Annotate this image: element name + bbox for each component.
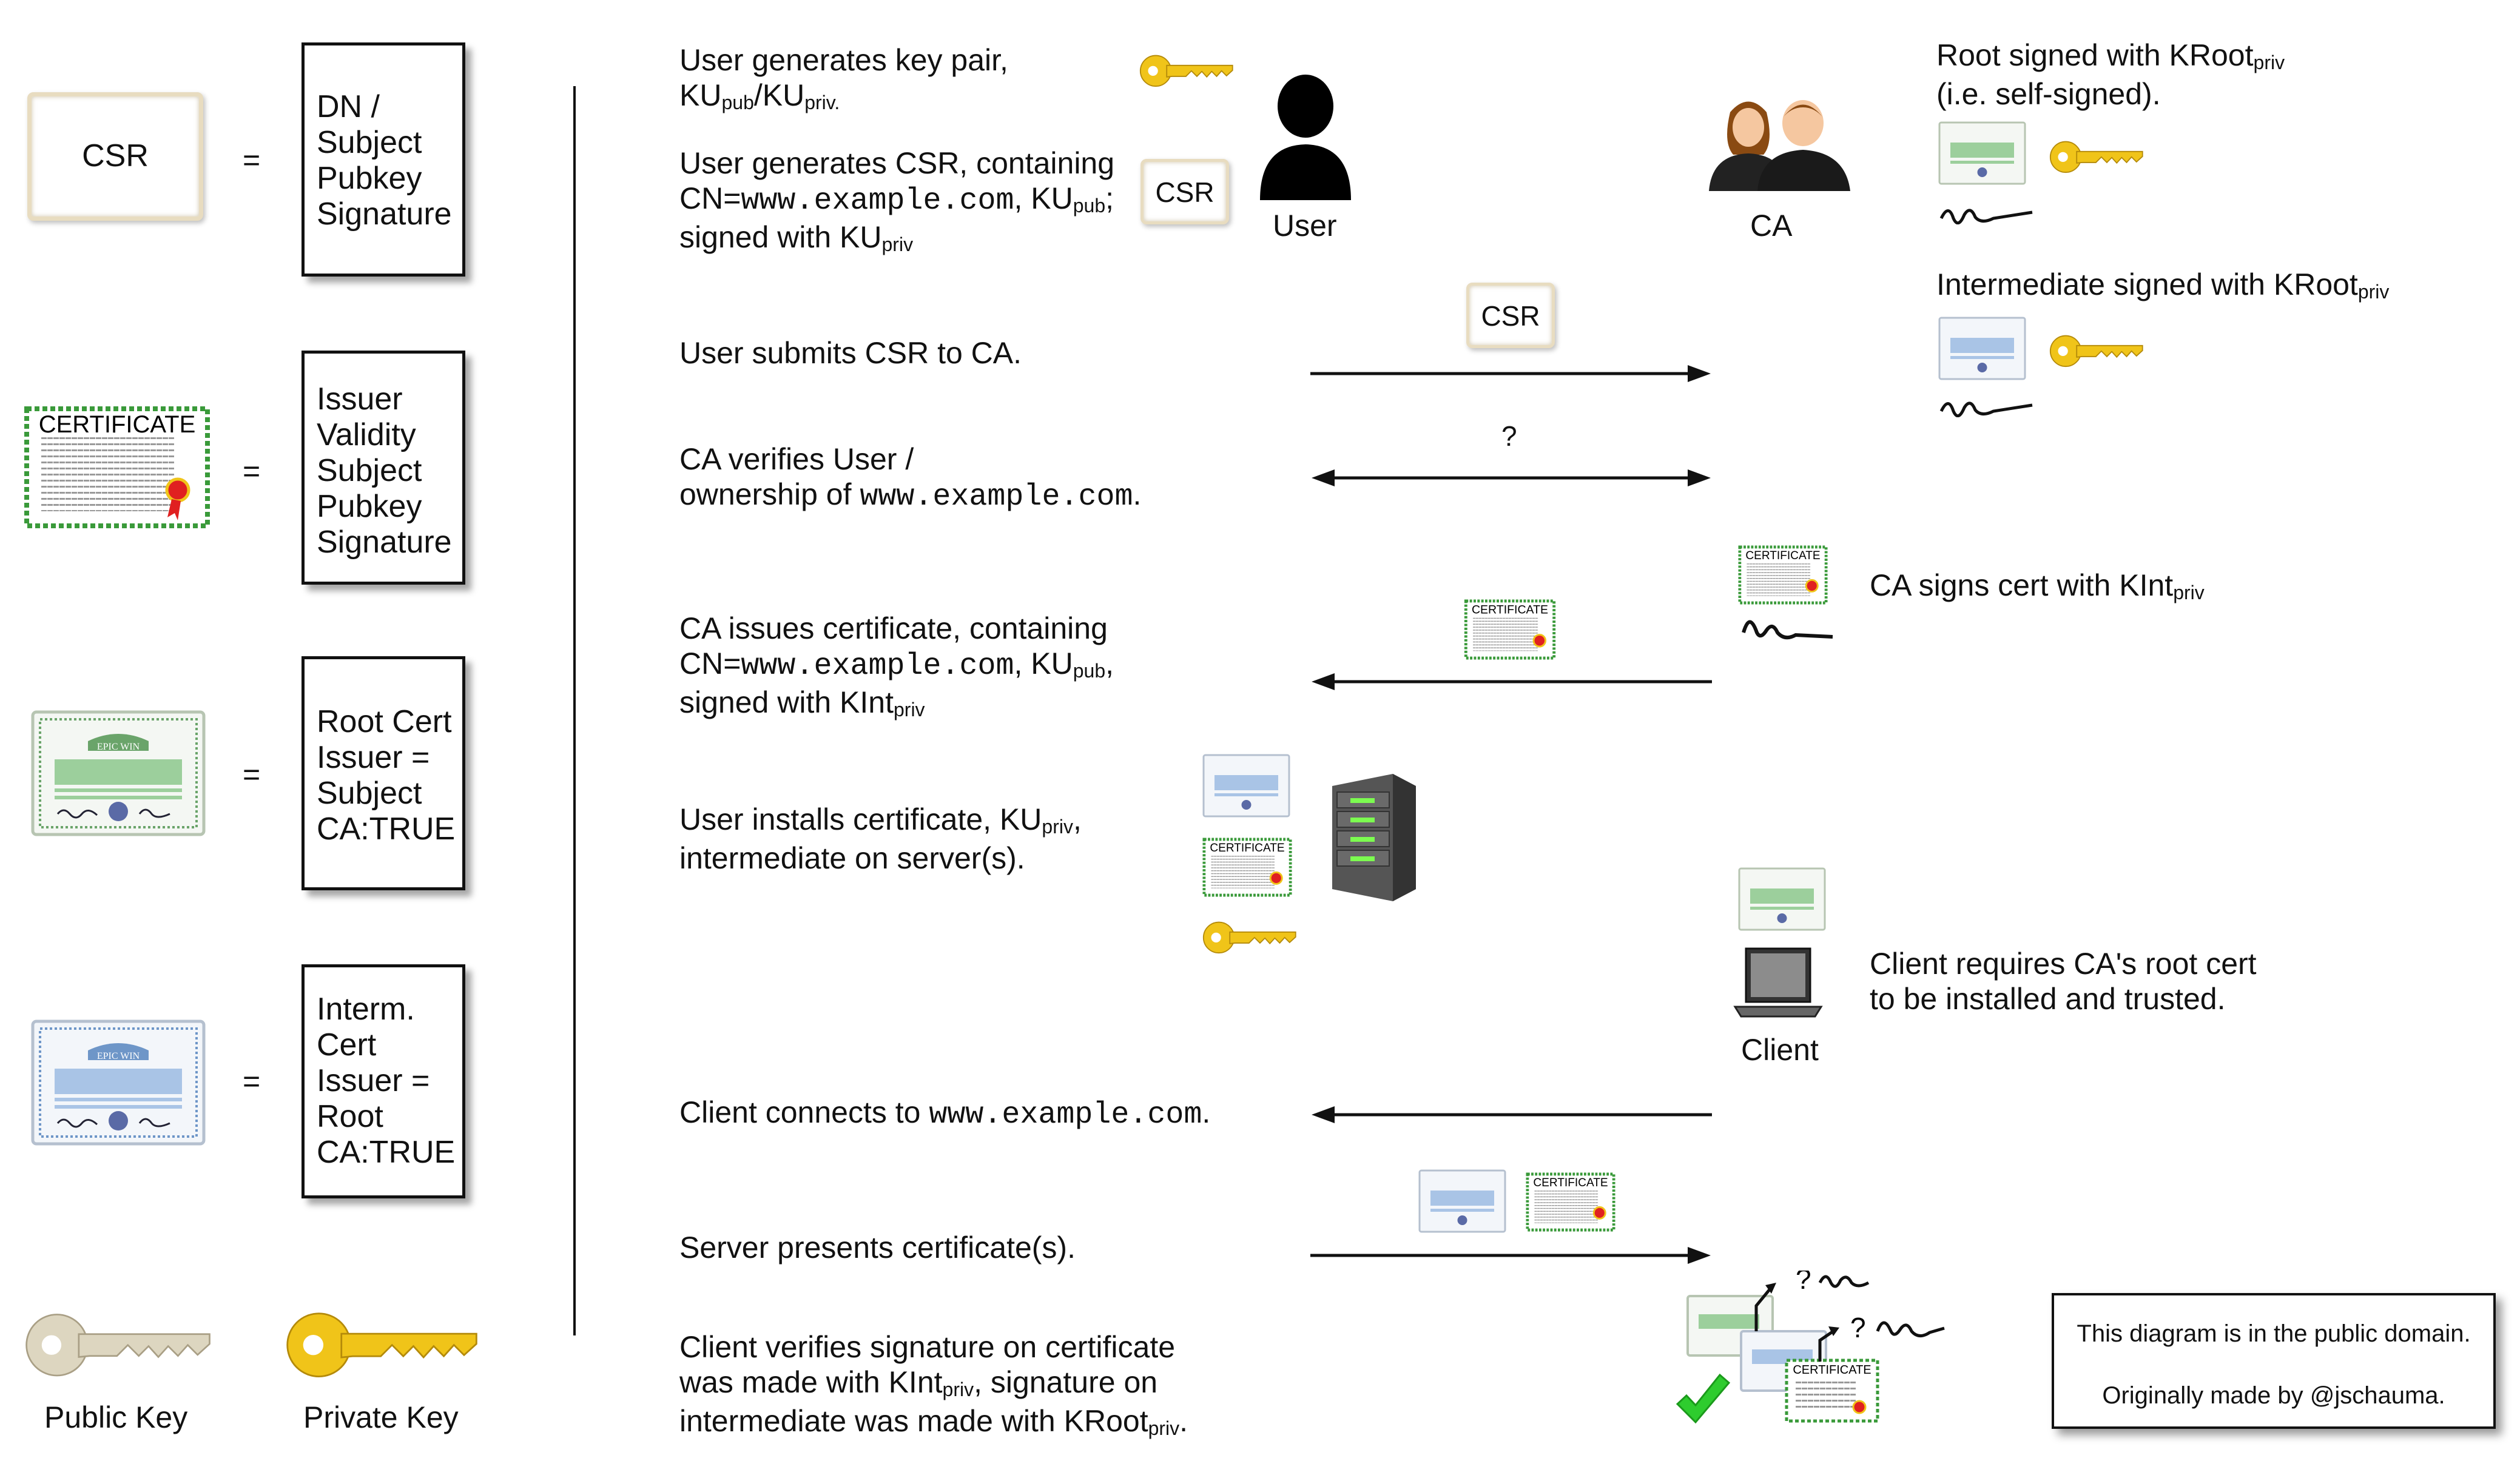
user-label: User [1273, 209, 1337, 243]
client-root-cert-icon [1738, 867, 1826, 931]
legend-cert-label: CERTIFICATE [39, 411, 196, 438]
legend-equals-3: = [243, 757, 261, 791]
legend-interm-cert-fields: Interm. Cert Issuer = Root CA:TRUE [302, 964, 465, 1198]
svg-text:CERTIFICATE: CERTIFICATE [1210, 842, 1284, 855]
ca-people-icon [1709, 100, 1850, 191]
field-line: Validity [317, 417, 416, 452]
field-line: Signature [317, 525, 452, 560]
field-line: Subject [317, 125, 422, 160]
legend-certificate-fields: Issuer Validity Subject Pubkey Signature [302, 351, 465, 585]
verification-chain-illustration: CERTIFICATE ? ? [1676, 1271, 1945, 1424]
step-submit-csr: User submits CSR to CA. [679, 336, 1022, 370]
arrow-user-to-ca-submit [1310, 365, 1711, 382]
private-key-icon [286, 1312, 477, 1378]
legend-equals-1: = [243, 143, 261, 177]
ca-signing-signature-icon [1742, 620, 1833, 640]
legend-certificate-icon: CERTIFICATE [24, 406, 210, 528]
field-line: Interm. [317, 992, 415, 1027]
user-private-key-icon [1139, 55, 1233, 87]
server-private-key-icon [1202, 921, 1296, 954]
field-line: Subject [317, 453, 422, 488]
step-verify-user: CA verifies User / ownership of www.exam… [679, 442, 1142, 514]
chain-leaf-cert: CERTIFICATE [1785, 1359, 1879, 1423]
legend-interm-cert-icon: EPIC WIN [31, 1019, 206, 1146]
step-generate-csr: User generates CSR, containing CN=www.ex… [679, 146, 1115, 255]
ca-intermediate-private-key-icon [2049, 335, 2143, 368]
ca-intermediate-signature-icon [1939, 401, 2033, 417]
ca-signing-certificate-icon: CERTIFICATE [1738, 545, 1828, 605]
client-laptop-icon [1733, 947, 1823, 1018]
ca-root-private-key-icon [2049, 141, 2143, 173]
server-certificate-icon: CERTIFICATE [1202, 838, 1292, 897]
chain-question-2: ? [1850, 1312, 1866, 1343]
field-line: Issuer [317, 381, 403, 417]
legend-equals-4: = [243, 1064, 261, 1098]
legend-divider [573, 86, 576, 1335]
public-domain-notice: This diagram is in the public domain. Or… [2052, 1293, 2496, 1429]
step-server-presents: Server presents certificate(s). [679, 1231, 1076, 1265]
ca-intermediate-signed-text: Intermediate signed with KRootpriv [1936, 267, 2390, 303]
ca-signs-cert-text: CA signs cert with KIntpriv [1870, 568, 2205, 603]
client-requires-root-text: Client requires CA's root cert to be ins… [1870, 947, 2257, 1016]
svg-text:EPIC WIN: EPIC WIN [97, 742, 140, 752]
server-tower-icon [1332, 774, 1416, 901]
field-line: Root Cert [317, 704, 452, 739]
field-line: Pubkey [317, 489, 422, 524]
svg-text:CERTIFICATE: CERTIFICATE [1745, 549, 1820, 562]
step-issue-certificate: CA issues certificate, containing CN=www… [679, 611, 1114, 721]
field-line: Issuer = [317, 1063, 430, 1098]
legend-root-cert-icon: EPIC WIN [31, 710, 206, 836]
svg-text:CERTIFICATE: CERTIFICATE [1793, 1363, 1871, 1377]
private-key-label: Private Key [303, 1400, 459, 1434]
field-line: Subject [317, 776, 422, 811]
server-interm-cert-icon [1202, 754, 1290, 818]
step-client-verifies: Client verifies signature on certificate… [679, 1330, 1188, 1439]
arrow-server-to-client-present [1310, 1247, 1711, 1264]
notice-line-1: This diagram is in the public domain. [2077, 1320, 2471, 1347]
public-key-icon [25, 1314, 211, 1377]
ca-root-cert-icon [1938, 121, 2026, 185]
presented-interm-cert-icon [1418, 1169, 1506, 1233]
chain-question-1: ? [1796, 1271, 1811, 1295]
field-line: CA:TRUE [317, 1135, 456, 1170]
field-line: Root [317, 1099, 383, 1134]
svg-text:CERTIFICATE: CERTIFICATE [1472, 603, 1548, 616]
user-person-icon [1260, 75, 1351, 200]
field-line: Cert [317, 1027, 377, 1063]
legend-equals-2: = [243, 454, 261, 488]
arrow-client-to-server-connect [1312, 1106, 1712, 1123]
issued-certificate-icon: CERTIFICATE [1464, 599, 1556, 660]
ca-label: CA [1750, 209, 1793, 243]
presented-certificate-icon: CERTIFICATE [1526, 1172, 1615, 1232]
submitted-csr-icon: CSR [1466, 283, 1555, 348]
ca-interm-cert-icon [1938, 317, 2026, 380]
user-csr-icon: CSR [1140, 159, 1229, 224]
csr-label: CSR [1481, 300, 1540, 332]
client-label: Client [1741, 1033, 1819, 1067]
notice-line-2: Originally made by @jschauma. [2102, 1382, 2445, 1409]
arrow-verify-bidirectional [1312, 469, 1711, 486]
ca-root-signature-icon [1939, 209, 2033, 224]
field-line: CA:TRUE [317, 811, 456, 847]
public-key-label: Public Key [44, 1400, 188, 1434]
field-line: Pubkey [317, 161, 422, 196]
legend-csr-label: CSR [82, 138, 149, 173]
legend-csr-fields: DN / Subject Pubkey Signature [302, 42, 465, 277]
field-line: Issuer = [317, 740, 430, 775]
verified-checkmark-icon [1676, 1373, 1731, 1424]
step-install-certificate: User installs certificate, KUpriv, inter… [679, 802, 1082, 875]
arrow-ca-to-user-issue [1312, 673, 1712, 690]
svg-text:EPIC WIN: EPIC WIN [97, 1051, 140, 1061]
ca-root-signed-text: Root signed with KRootpriv (i.e. self-si… [1936, 38, 2285, 111]
legend-root-cert-fields: Root Cert Issuer = Subject CA:TRUE [302, 656, 465, 890]
step-client-connects: Client connects to www.example.com. [679, 1095, 1211, 1132]
field-line: Signature [317, 197, 452, 232]
svg-text:CERTIFICATE: CERTIFICATE [1533, 1177, 1608, 1189]
field-line: DN / [317, 89, 380, 124]
step-generate-keypair: User generates key pair, KUpub/KUpriv. [679, 43, 1008, 113]
legend-csr-icon: CSR [27, 92, 203, 221]
csr-label: CSR [1155, 176, 1215, 208]
verify-question-mark: ? [1501, 420, 1517, 452]
